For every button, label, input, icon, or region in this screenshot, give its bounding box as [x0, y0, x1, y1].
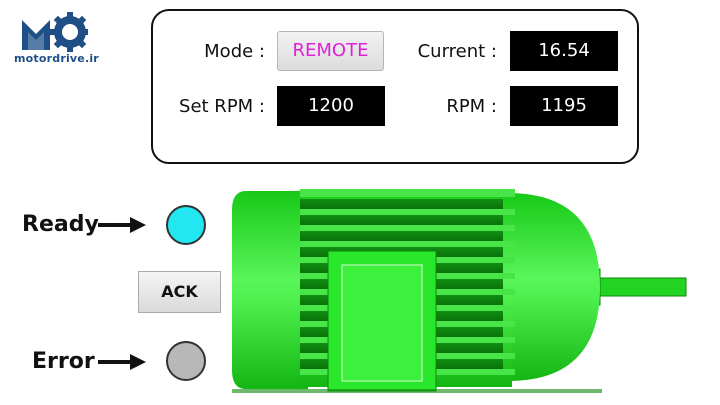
set-rpm-input[interactable]: 1200: [277, 86, 385, 126]
motor-graphic: [232, 189, 687, 393]
error-arrow-icon: [98, 354, 146, 370]
ready-indicator-lamp: [166, 205, 206, 245]
ready-label: Ready: [22, 212, 99, 237]
brand-site-text: motordrive.ir: [14, 52, 99, 65]
status-panel: Mode : REMOTE Current : 16.54 Set RPM : …: [151, 9, 639, 164]
ready-arrow-icon: [98, 217, 146, 233]
mode-label: Mode :: [204, 41, 265, 62]
brand-logo: motordrive.ir: [14, 12, 99, 65]
set-rpm-label: Set RPM :: [179, 96, 265, 117]
current-label: Current :: [417, 41, 497, 62]
error-indicator-lamp: [166, 341, 206, 381]
current-display: 16.54: [510, 31, 618, 71]
ack-button[interactable]: ACK: [138, 271, 221, 313]
motordrive-logo-icon: [22, 12, 88, 52]
mode-remote-button[interactable]: REMOTE: [277, 31, 384, 71]
motor-front-dome: [508, 193, 600, 381]
rpm-label: RPM :: [446, 96, 497, 117]
error-label: Error: [32, 349, 95, 374]
rpm-display: 1195: [510, 86, 618, 126]
motor-shaft: [589, 277, 687, 297]
motor-rear-cap: [232, 191, 308, 389]
